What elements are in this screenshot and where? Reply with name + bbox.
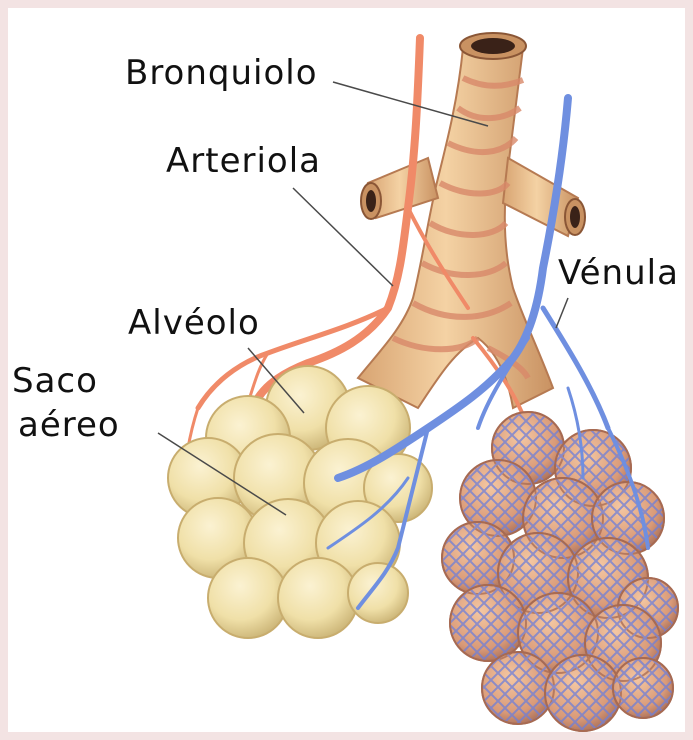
- label-alveolo: Alvéolo: [128, 306, 260, 340]
- alveolar-sac-right: [442, 412, 678, 731]
- label-venula: Vénula: [558, 256, 679, 290]
- leader-venula: [556, 298, 568, 328]
- alveolar-sac-left: [168, 366, 432, 638]
- label-arteriola: Arteriola: [166, 144, 321, 178]
- lung-alveoli-illustration: [8, 8, 685, 732]
- diagram-frame: Bronquiolo Arteriola Vénula Alvéolo Saco…: [8, 8, 685, 732]
- label-saco-line2: aéreo: [18, 408, 120, 442]
- label-saco-line1: Saco: [12, 364, 98, 398]
- label-bronquiolo: Bronquiolo: [125, 56, 318, 90]
